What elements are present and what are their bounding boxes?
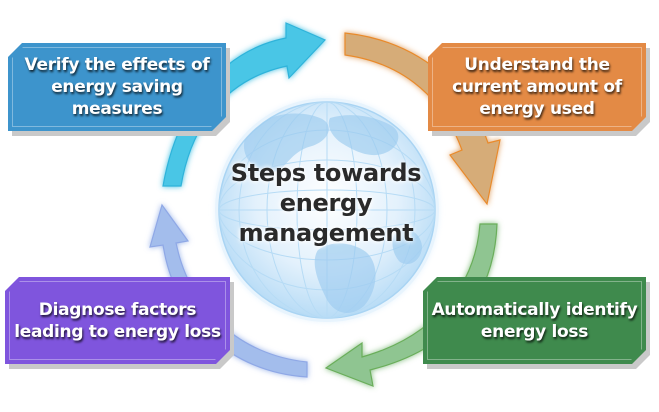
step-label-diagnose: Diagnose factors leading to energy loss [14, 299, 221, 343]
step-line: Understand the [464, 55, 610, 75]
step-box-verify: Verify the effects of energy saving meas… [8, 43, 226, 131]
step-label-understand: Understand the current amount of energy … [452, 54, 622, 120]
arrow-orange [344, 32, 501, 206]
center-title: Steps towards energy management [226, 158, 426, 248]
step-line: Diagnose factors [38, 299, 197, 320]
arrow-understand-to-auto [344, 32, 501, 206]
step-box-auto-identify: Automatically identify energy loss [423, 277, 646, 364]
step-label-verify: Verify the effects of energy saving meas… [25, 54, 210, 120]
center-title-line: Steps towards [230, 159, 422, 187]
step-line: energy saving [51, 77, 183, 97]
step-line: energy used [479, 99, 595, 119]
globe-icon [215, 98, 439, 322]
step-line: Verify the effects of [24, 55, 210, 75]
step-line: measures [71, 99, 163, 119]
step-line: current amount of [452, 77, 622, 97]
step-label-auto-identify: Automatically identify energy loss [432, 299, 638, 343]
step-line: leading to energy loss [14, 321, 221, 342]
step-line: energy loss [480, 321, 589, 342]
center-title-line: management [238, 219, 414, 247]
center-title-line: energy [279, 189, 373, 217]
step-box-understand: Understand the current amount of energy … [428, 43, 646, 131]
step-line: Automatically identify [431, 299, 638, 320]
step-box-diagnose: Diagnose factors leading to energy loss [5, 277, 230, 364]
